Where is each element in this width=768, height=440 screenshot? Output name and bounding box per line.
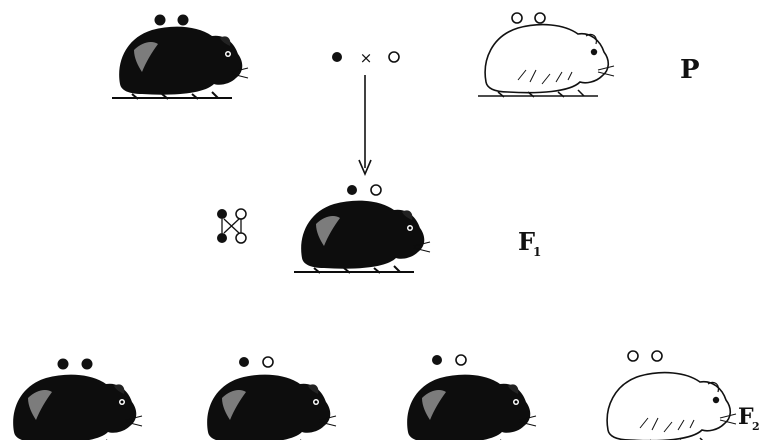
allele-dot-icon	[512, 13, 522, 23]
allele-dot-icon	[347, 185, 357, 195]
parent-black-genotype	[155, 15, 189, 26]
allele-dot-icon	[58, 359, 69, 370]
f1-guinea-pig-icon	[294, 201, 430, 273]
allele-dot-icon	[332, 52, 342, 62]
allele-dot-icon	[456, 355, 466, 365]
f2-offspring-2-guinea-pig-icon	[200, 375, 336, 440]
f2-offspring-1-genotype	[58, 359, 93, 370]
f1-genotype	[347, 185, 381, 195]
allele-dot-icon	[263, 357, 273, 367]
f2-offspring-3-genotype	[432, 355, 466, 365]
f2-offspring-2-genotype	[239, 357, 273, 367]
allele-dot-icon	[432, 355, 442, 365]
f2-offspring-3-guinea-pig-icon	[400, 375, 536, 440]
parent-white-genotype	[512, 13, 545, 23]
allele-dot-icon	[371, 185, 381, 195]
allele-dot-icon	[82, 359, 93, 370]
f2-offspring-4-genotype	[628, 351, 662, 361]
parent-white-guinea-pig-icon	[478, 25, 614, 97]
down-arrow-icon	[359, 75, 371, 174]
allele-dot-icon	[178, 15, 189, 26]
allele-dot-icon	[389, 52, 399, 62]
allele-dot-icon	[652, 351, 662, 361]
parent-black-guinea-pig-icon	[112, 27, 248, 99]
allele-dot-icon	[239, 357, 249, 367]
svg-text:1: 1	[533, 245, 541, 259]
cross-notation: ×	[332, 49, 399, 67]
allele-dot-icon	[155, 15, 166, 26]
generation-label-f1: F 1	[518, 227, 541, 259]
allele-dot-icon	[535, 13, 545, 23]
allele-dot-icon	[628, 351, 638, 361]
cross-symbol: ×	[360, 49, 373, 67]
generation-label-f2: F 2	[738, 404, 760, 433]
f2-offspring-1-guinea-pig-icon	[6, 375, 142, 440]
svg-text:2: 2	[752, 420, 760, 433]
generation-label-p: P	[680, 55, 700, 85]
segregation-icon	[217, 209, 246, 243]
f2-offspring-4-guinea-pig-icon	[600, 373, 736, 440]
